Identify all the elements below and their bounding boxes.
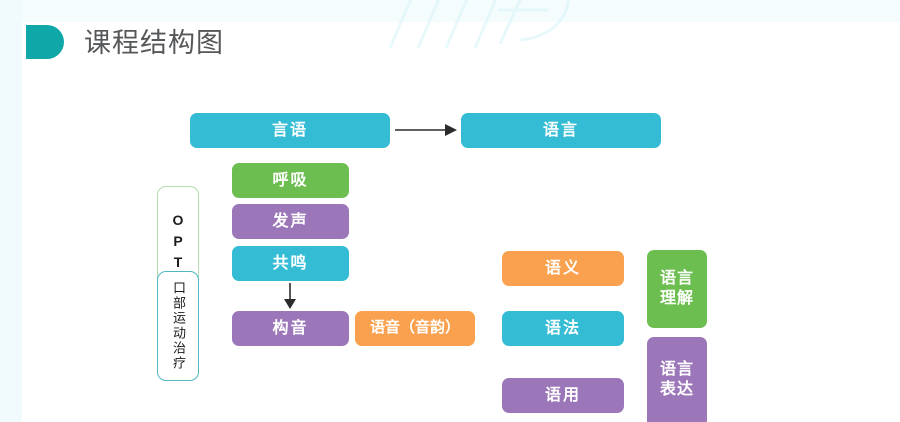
node-pragmatics[interactable]: 语用: [502, 378, 624, 413]
node-semantics[interactable]: 语义: [502, 251, 624, 286]
node-language-expression-line1: 语言: [659, 360, 694, 378]
node-language-comprehension-line1: 语言: [659, 270, 694, 287]
node-language-comprehension[interactable]: 语言 理解: [647, 250, 707, 328]
header-band: [0, 0, 900, 22]
node-language[interactable]: 语言: [461, 113, 661, 148]
left-accent-strip: [0, 0, 22, 422]
page-title: 课程结构图: [84, 28, 224, 58]
node-language-expression-line2: 表达: [659, 380, 694, 398]
bracket-opt-letters: O P T: [172, 211, 184, 270]
d-shape-logo-icon: [26, 25, 64, 59]
node-resonance[interactable]: 共鸣: [232, 246, 349, 281]
node-language-expression[interactable]: 语言 表达: [647, 337, 707, 422]
node-speech[interactable]: 言语: [190, 113, 390, 148]
node-language-comprehension-line2: 理解: [659, 290, 694, 307]
arrow-right-icon: [395, 124, 457, 136]
node-breathing[interactable]: 呼吸: [232, 163, 349, 198]
bracket-oral-motor-therapy[interactable]: 口部运动治疗: [157, 271, 199, 381]
node-articulation[interactable]: 构音: [232, 311, 349, 346]
node-grammar[interactable]: 语法: [502, 311, 624, 346]
node-phonation[interactable]: 发声: [232, 204, 349, 239]
bracket-oral-label: 口部运动治疗: [171, 281, 186, 371]
arrow-down-icon: [284, 283, 296, 309]
node-phonology[interactable]: 语音（音韵）: [355, 311, 475, 346]
